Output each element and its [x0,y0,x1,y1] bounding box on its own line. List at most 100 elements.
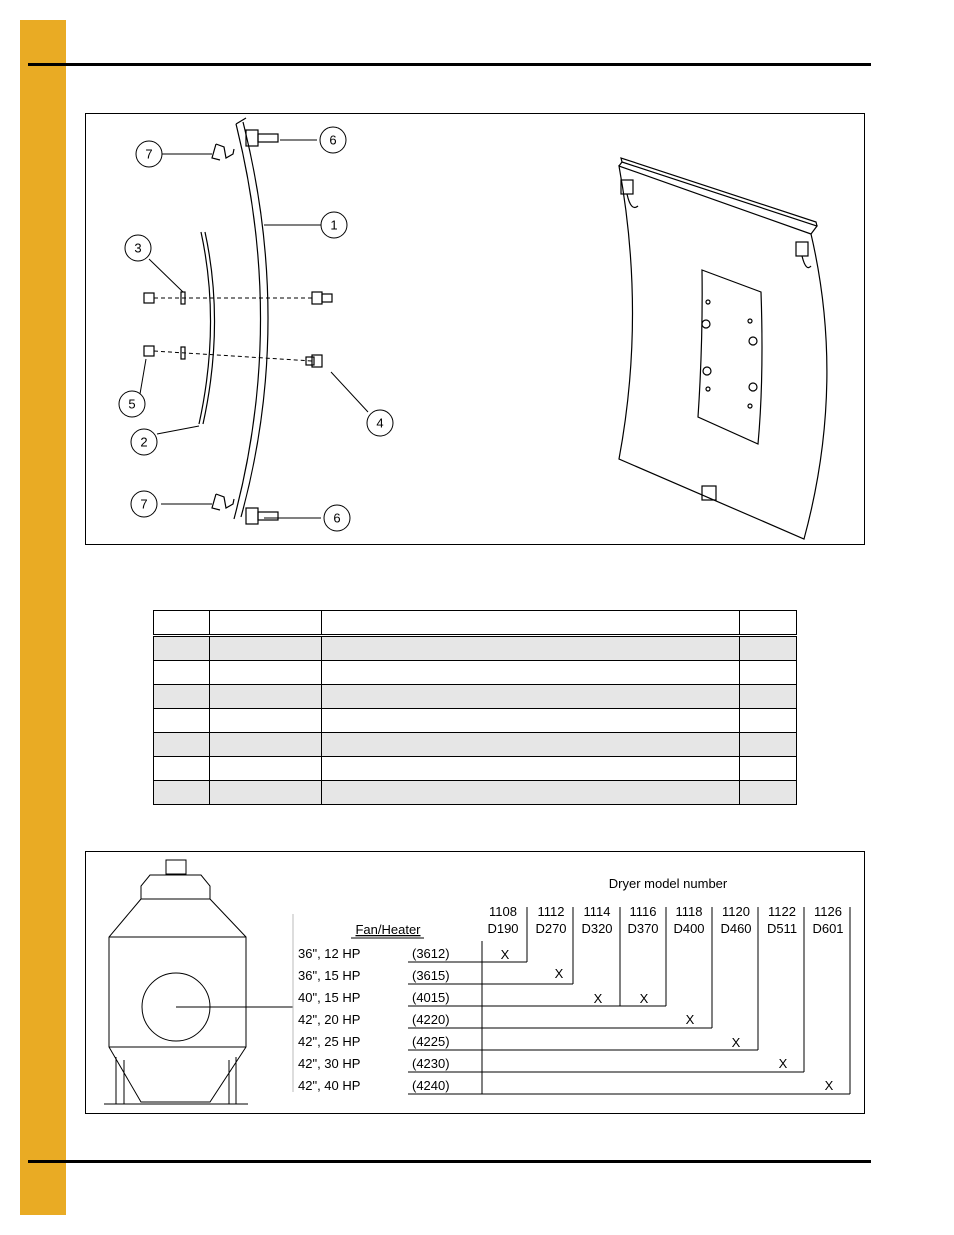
model-code: D400 [673,921,704,936]
table-cell [153,684,210,709]
table-cell [153,660,210,685]
table-cell [739,708,797,733]
table-cell [739,756,797,781]
callout-label: 4 [376,416,383,431]
fan-size: 36", 15 HP [298,968,360,983]
callout-4 [366,409,394,437]
callout-label: 5 [128,397,135,412]
table-cell [320,684,741,709]
top-rule [28,63,871,66]
row-label-header: Fan/Heater [355,922,421,937]
table-cell [320,780,741,805]
table-cell [739,684,797,709]
table-cell [153,635,210,661]
table-cell [320,732,741,757]
callout-7-top [135,140,163,168]
fan-code: (4220) [412,1012,450,1027]
model-code: D270 [535,921,566,936]
table-row [153,684,797,709]
callout-3 [124,234,152,262]
table-cell [153,780,210,805]
parts-table [153,610,797,805]
table-cell [153,756,210,781]
callout-label: 1 [330,218,337,233]
callout-6-bottom [323,504,351,532]
model-code: D460 [720,921,751,936]
model-number: 1126 [814,904,842,919]
parts-diagram-frame: 6 7 1 3 4 5 2 7 6 [85,113,865,545]
callout-label: 6 [333,511,340,526]
fan-code: (4230) [412,1056,450,1071]
model-number: 1112 [538,904,565,919]
callout-label: 3 [134,241,141,256]
table-row [153,660,797,685]
table-cell [153,732,210,757]
table-row [153,635,797,661]
table-row [153,756,797,781]
callout-7-bottom [130,490,158,518]
chart-header: Dryer model number [609,876,728,891]
table-row [153,708,797,733]
fan-code: (4225) [412,1034,450,1049]
model-fit-mark: X [825,1078,834,1093]
table-cell [739,780,797,805]
table-header-cell [208,610,322,637]
assembled-panel [618,157,828,540]
table-cell [208,732,322,757]
fan-size: 42", 20 HP [298,1012,360,1027]
callout-6-top [319,126,347,154]
table-header-cell [153,610,210,637]
table-cell [320,708,741,733]
model-fit-mark: X [779,1056,788,1071]
table-row [153,732,797,757]
model-number: 1118 [676,904,703,919]
callout-5 [118,390,146,418]
fan-size: 42", 40 HP [298,1078,360,1093]
table-cell [320,635,741,661]
model-code: D601 [812,921,843,936]
table-header-row [153,610,797,637]
table-cell [208,780,322,805]
model-fit-mark: X [732,1035,741,1050]
table-cell [208,635,322,661]
fan-model-chart-frame: Dryer model number Fan/Heater 1108 D190 … [85,851,865,1114]
side-color-tab [20,20,66,1215]
table-row [153,780,797,805]
model-code: D511 [767,921,797,936]
callout-label: 7 [145,147,152,162]
model-code: D370 [627,921,658,936]
model-fit-mark: X [686,1012,695,1027]
model-code: D320 [581,921,612,936]
model-number: 1114 [584,904,611,919]
callout-2 [130,428,158,456]
callout-label: 6 [329,133,336,148]
model-number: 1120 [722,904,750,919]
callout-1 [320,211,348,239]
table-cell [320,756,741,781]
table-cell [739,732,797,757]
table-cell [320,660,741,685]
fan-size: 42", 30 HP [298,1056,360,1071]
fan-code: (4240) [412,1078,450,1093]
table-cell [208,708,322,733]
dryer-silhouette [104,859,293,1105]
bottom-rule [28,1160,871,1163]
table-cell [153,708,210,733]
fan-size: 36", 12 HP [298,946,360,961]
callout-label: 7 [140,497,147,512]
model-code: D190 [487,921,518,936]
model-fit-mark: X [640,991,649,1006]
table-cell [739,660,797,685]
table-cell [208,756,322,781]
callout-label: 2 [140,435,147,450]
model-fit-mark: X [555,966,564,981]
fan-code: (3612) [412,946,450,961]
model-number: 1108 [489,904,517,919]
model-fit-mark: X [594,991,603,1006]
fan-code: (4015) [412,990,450,1005]
model-number: 1122 [768,904,796,919]
fan-size: 42", 25 HP [298,1034,360,1049]
fan-code: (3615) [412,968,450,983]
fan-model-chart: Dryer model number Fan/Heater 1108 D190 … [104,859,851,1105]
model-fit-mark: X [501,947,510,962]
